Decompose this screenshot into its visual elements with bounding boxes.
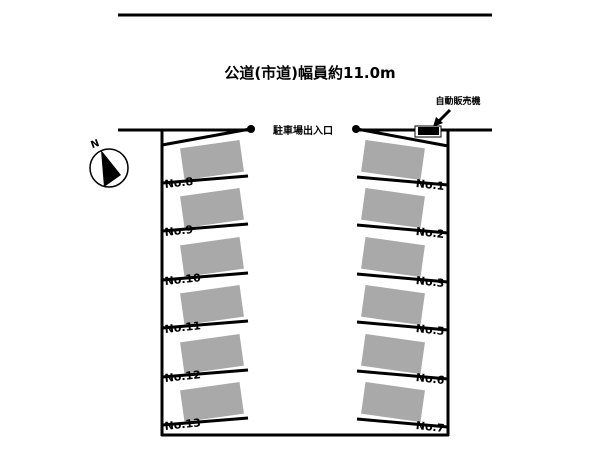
space-divider [356, 272, 449, 284]
space-divider [161, 174, 249, 185]
vending-arrow [436, 108, 452, 124]
road-label: 公道(市道)幅員約11.0m [224, 64, 395, 82]
entrance-label: 駐車場出入口 [273, 124, 333, 137]
space-divider [161, 368, 249, 379]
left-top-divider [161, 127, 251, 147]
vending-machine-body [418, 127, 439, 135]
space-label: No.7 [415, 419, 445, 435]
space-divider [356, 223, 449, 235]
arrow-head-icon [433, 117, 443, 127]
compass-north-label: N [89, 138, 101, 151]
space-label: No.2 [415, 225, 445, 241]
parked-car [180, 381, 244, 423]
space-label: No.5 [415, 322, 445, 338]
parked-car [361, 187, 425, 229]
parked-car [361, 381, 425, 423]
space-label: No.9 [164, 223, 194, 239]
space-label: No.13 [164, 416, 201, 433]
space-divider [161, 222, 249, 233]
entrance-post-right [352, 125, 360, 133]
parked-car [180, 284, 244, 326]
parked-car [180, 333, 244, 375]
space-label: No.12 [164, 368, 201, 385]
space-label: No.10 [164, 271, 202, 288]
space-label: No.3 [415, 274, 445, 290]
space-label: No.6 [415, 371, 445, 387]
space-label: No.8 [164, 175, 194, 191]
space-label: No.11 [164, 319, 201, 336]
right-top-divider [356, 127, 449, 148]
space-divider [161, 271, 249, 282]
entrance-post-left [247, 125, 255, 133]
parked-car [361, 139, 425, 181]
space-label: No.1 [415, 177, 445, 193]
space-divider [356, 320, 449, 332]
north-arrow-icon [101, 150, 121, 187]
parked-car [361, 333, 425, 375]
space-divider [161, 416, 249, 427]
parked-car [361, 284, 425, 326]
vending-label: 自動販売機 [435, 95, 480, 107]
space-divider [356, 175, 449, 187]
compass: N [89, 138, 129, 188]
parked-car [180, 187, 244, 229]
parked-car [180, 139, 244, 181]
parked-car [180, 236, 244, 278]
space-divider [161, 319, 249, 330]
parked-car [361, 236, 425, 278]
space-divider [356, 369, 449, 381]
space-divider [356, 417, 449, 429]
